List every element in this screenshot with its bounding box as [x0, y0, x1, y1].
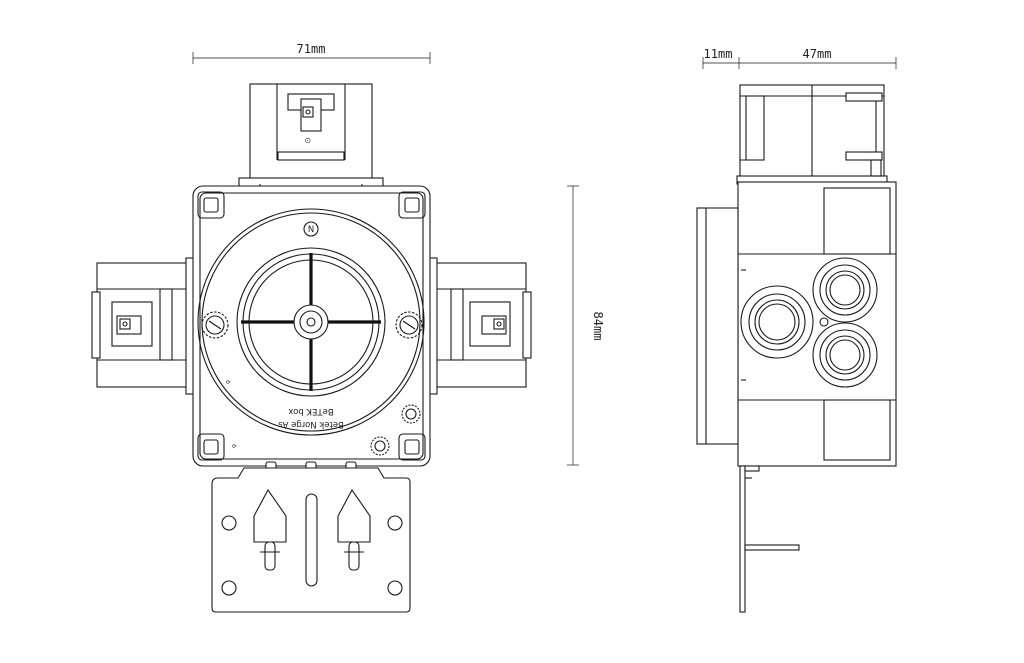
- height-dimension-label: 84mm: [591, 312, 605, 341]
- embossed-line-1: Betek Norge As: [278, 419, 344, 429]
- left-gear-screw-icon: [201, 311, 229, 339]
- embossed-text: Betek Norge As BeTEK box: [278, 406, 344, 429]
- svg-text:⨀: ⨀: [305, 138, 311, 144]
- side-view: 11mm 47mm: [696, 47, 897, 613]
- side-top-entry: [736, 84, 888, 185]
- front-view: 71mm ⨀: [91, 42, 532, 613]
- side-mounting-plate: [739, 465, 800, 613]
- lower-gear-screw-icon: [401, 404, 421, 424]
- right-entry-box: [427, 257, 532, 395]
- right-gear-screw-icon: [395, 311, 423, 339]
- side-knockouts: [740, 257, 878, 388]
- depth-offset-label: 11mm: [704, 47, 733, 61]
- svg-text:⟳: ⟳: [232, 444, 237, 450]
- mounting-plate: [211, 461, 411, 613]
- depth-side-label: 47mm: [803, 47, 832, 61]
- embossed-line-2: BeTEK box: [288, 406, 333, 416]
- width-dimension: 71mm: [192, 42, 431, 64]
- neutral-mark-label: N: [308, 225, 314, 235]
- height-dimension: 84mm: [567, 185, 605, 466]
- depth-dimension: 11mm 47mm: [702, 47, 897, 69]
- bottom-gear-screw-icon: [370, 436, 390, 456]
- main-body: N ⟳ ⟳: [192, 185, 431, 467]
- top-entry-box: ⨀: [238, 83, 384, 190]
- svg-text:⟳: ⟳: [226, 380, 231, 386]
- left-entry-box: [91, 257, 196, 395]
- width-dimension-label: 71mm: [297, 42, 326, 56]
